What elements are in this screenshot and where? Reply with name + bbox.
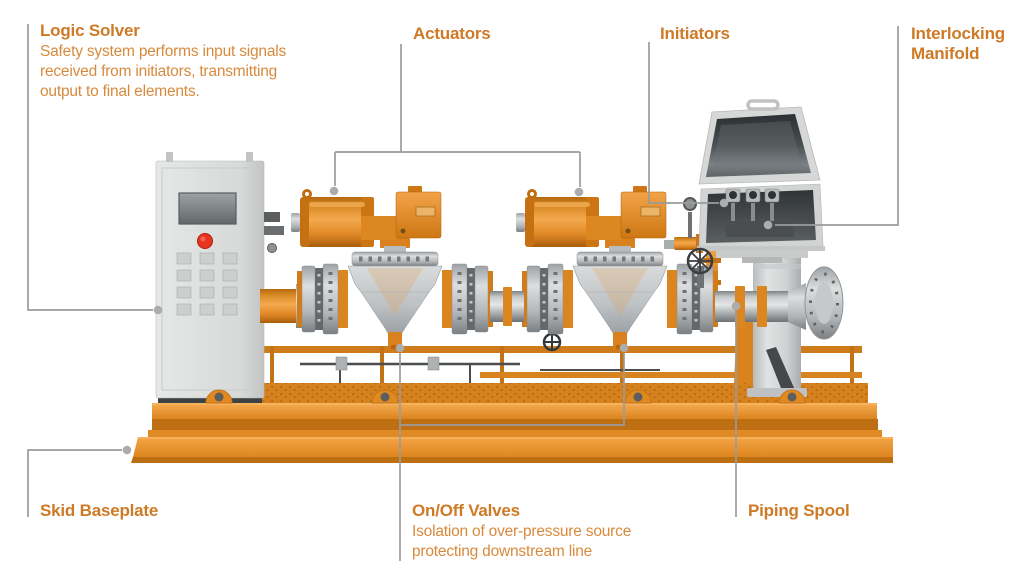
mounting-lugs bbox=[205, 389, 806, 404]
piping-spool-title: Piping Spool bbox=[748, 501, 850, 520]
leader-interlocking-manifold bbox=[775, 26, 899, 226]
label-logic-solver: Logic Solver Safety system performs inpu… bbox=[40, 21, 318, 102]
manifold-block bbox=[726, 219, 794, 237]
emergency-button bbox=[197, 233, 213, 249]
line-transmitter bbox=[683, 197, 697, 238]
leader-initiators bbox=[648, 42, 719, 204]
label-actuators: Actuators bbox=[413, 24, 491, 44]
logic-solver-cabinet bbox=[155, 152, 284, 403]
label-skid-baseplate: Skid Baseplate bbox=[40, 501, 158, 521]
actuators-title: Actuators bbox=[413, 24, 491, 43]
skid-baseplate-title: Skid Baseplate bbox=[40, 501, 159, 520]
interlocking-manifold-title: Interlocking Manifold bbox=[911, 24, 1005, 63]
cabinet-screen bbox=[178, 192, 237, 225]
onoff-valves-description: Isolation of over-pressure source protec… bbox=[412, 523, 632, 560]
cabinet-keypad bbox=[176, 252, 238, 316]
label-onoff-valves: On/Off Valves Isolation of over-pressure… bbox=[412, 501, 664, 562]
lid-handle bbox=[746, 99, 780, 111]
leader-lines bbox=[27, 24, 899, 561]
onoff-valve-1 bbox=[291, 186, 493, 349]
leader-onoff-valves bbox=[399, 353, 625, 561]
small-handwheel bbox=[542, 332, 562, 352]
initiators-title: Initiators bbox=[660, 24, 730, 43]
logic-solver-description: Safety system performs input signals rec… bbox=[40, 43, 287, 100]
logic-solver-title: Logic Solver bbox=[40, 21, 140, 40]
piping-spools bbox=[490, 197, 844, 340]
label-initiators: Initiators bbox=[660, 24, 730, 44]
leader-actuators bbox=[334, 44, 581, 187]
label-interlocking-manifold: Interlocking Manifold bbox=[911, 24, 1011, 64]
leader-logic-solver bbox=[27, 24, 153, 311]
instrument-tubing bbox=[300, 362, 660, 383]
leader-skid-baseplate bbox=[27, 449, 122, 517]
initiator-transmitters bbox=[725, 188, 780, 221]
interlocking-manifold-enclosure bbox=[697, 99, 825, 263]
onoff-valves-title: On/Off Valves bbox=[412, 501, 520, 520]
manual-valve-handwheel bbox=[686, 247, 714, 288]
label-piping-spool: Piping Spool bbox=[748, 501, 850, 521]
leader-dots bbox=[122, 186, 773, 455]
